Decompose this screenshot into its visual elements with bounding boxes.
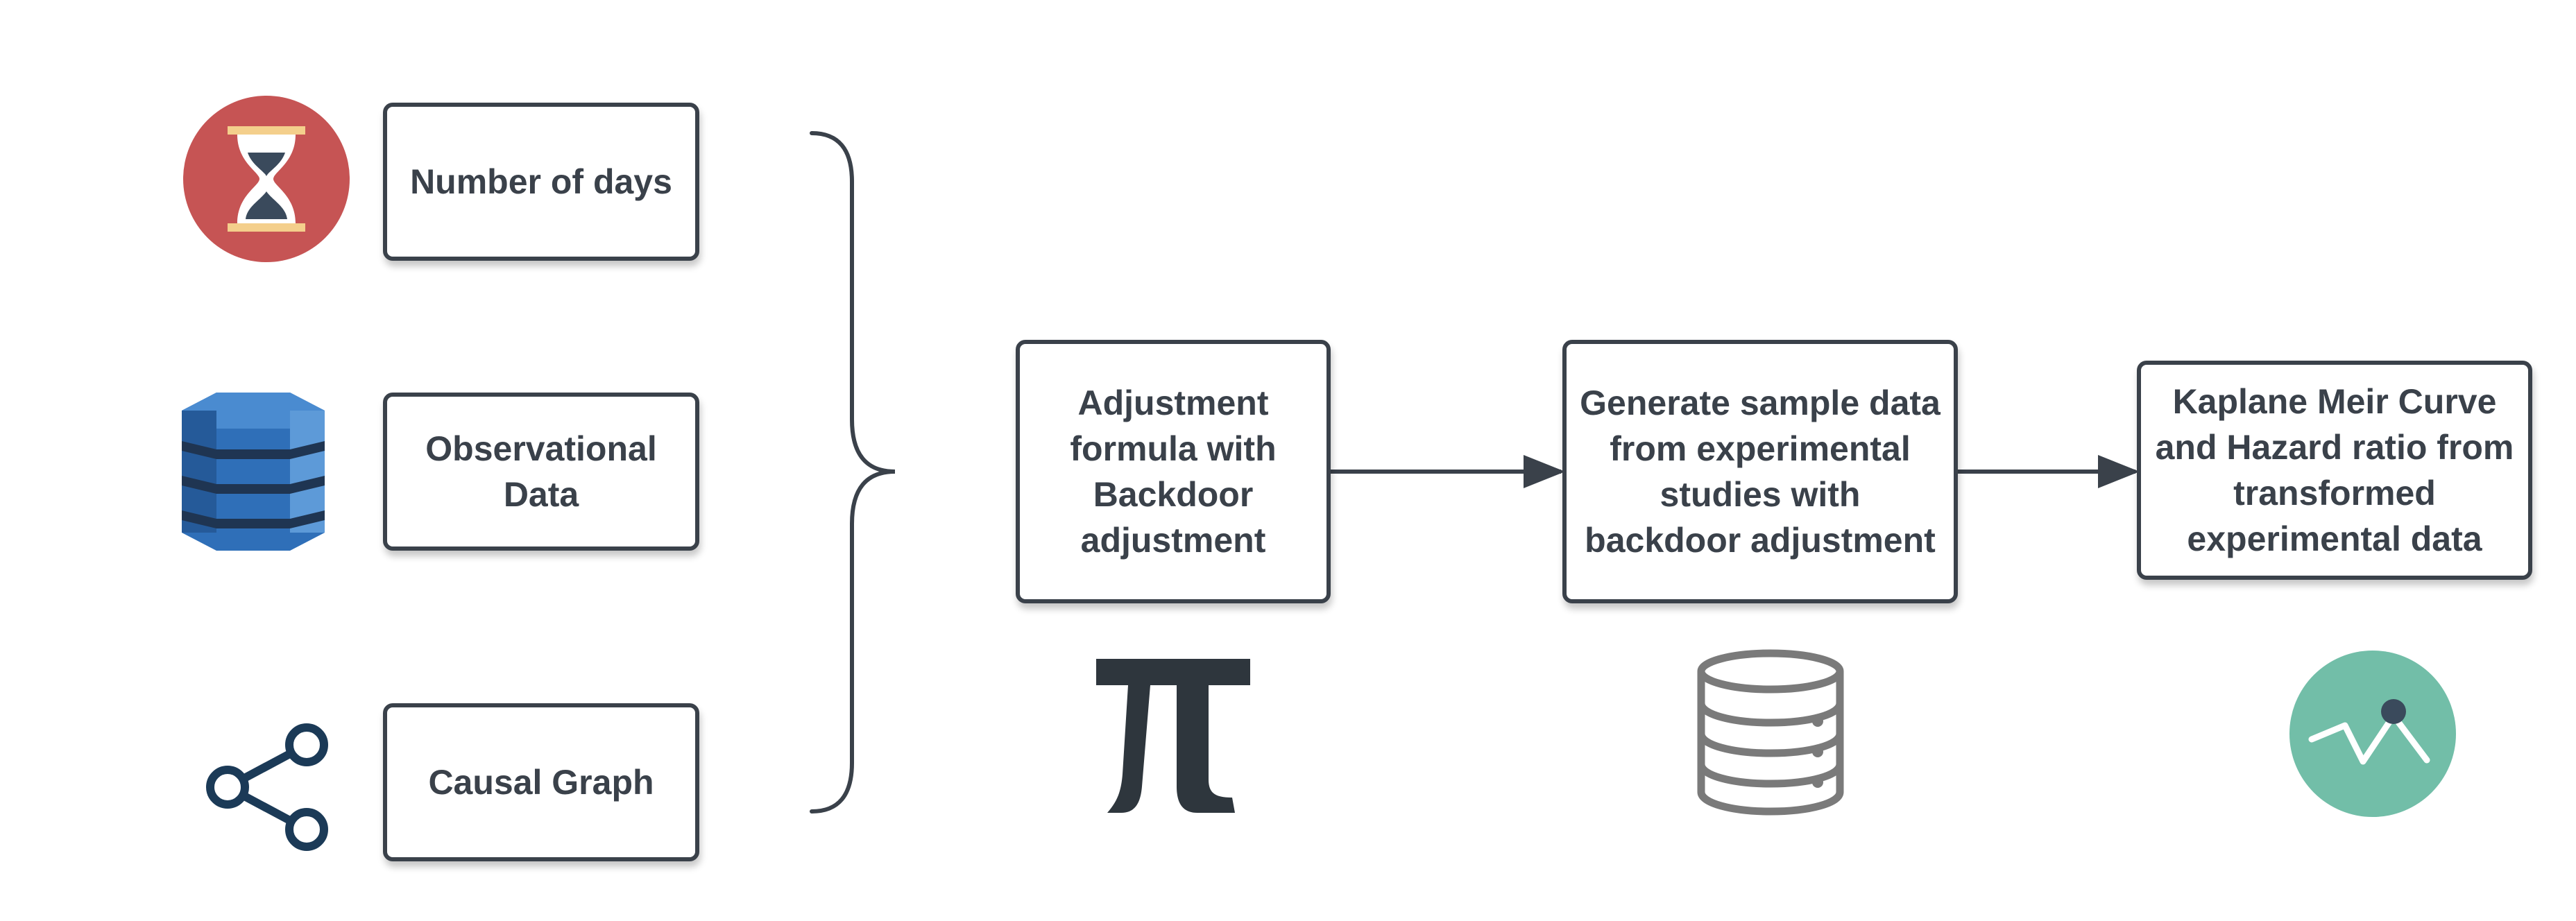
stacked-database-icon [182,393,325,551]
step-box-adjustment-formula: Adjustment formula with Backdoor adjustm… [1016,340,1331,603]
input-box-number-of-days: Number of days [383,103,699,261]
step-label: Generate sample data from experimental s… [1580,384,1940,560]
hourglass-icon [182,94,351,264]
share-graph-icon [201,721,333,853]
step-box-kaplan-meier: Kaplane Meir Curve and Hazard ratio from… [2137,361,2532,580]
database-icon [1696,649,1845,816]
input-label: Causal Graph [428,763,654,802]
input-label: Number of days [410,162,672,201]
step-box-generate-sample-data: Generate sample data from experimental s… [1562,340,1958,603]
input-box-causal-graph: Causal Graph [383,703,699,861]
line-chart-icon [2288,649,2457,818]
curly-brace [810,131,896,814]
input-label: Observational Data [425,429,657,514]
step-label: Adjustment formula with Backdoor adjustm… [1070,384,1277,560]
input-box-observational-data: Observational Data [383,393,699,551]
step-label: Kaplane Meir Curve and Hazard ratio from… [2155,382,2514,558]
pi-icon [1093,656,1253,816]
